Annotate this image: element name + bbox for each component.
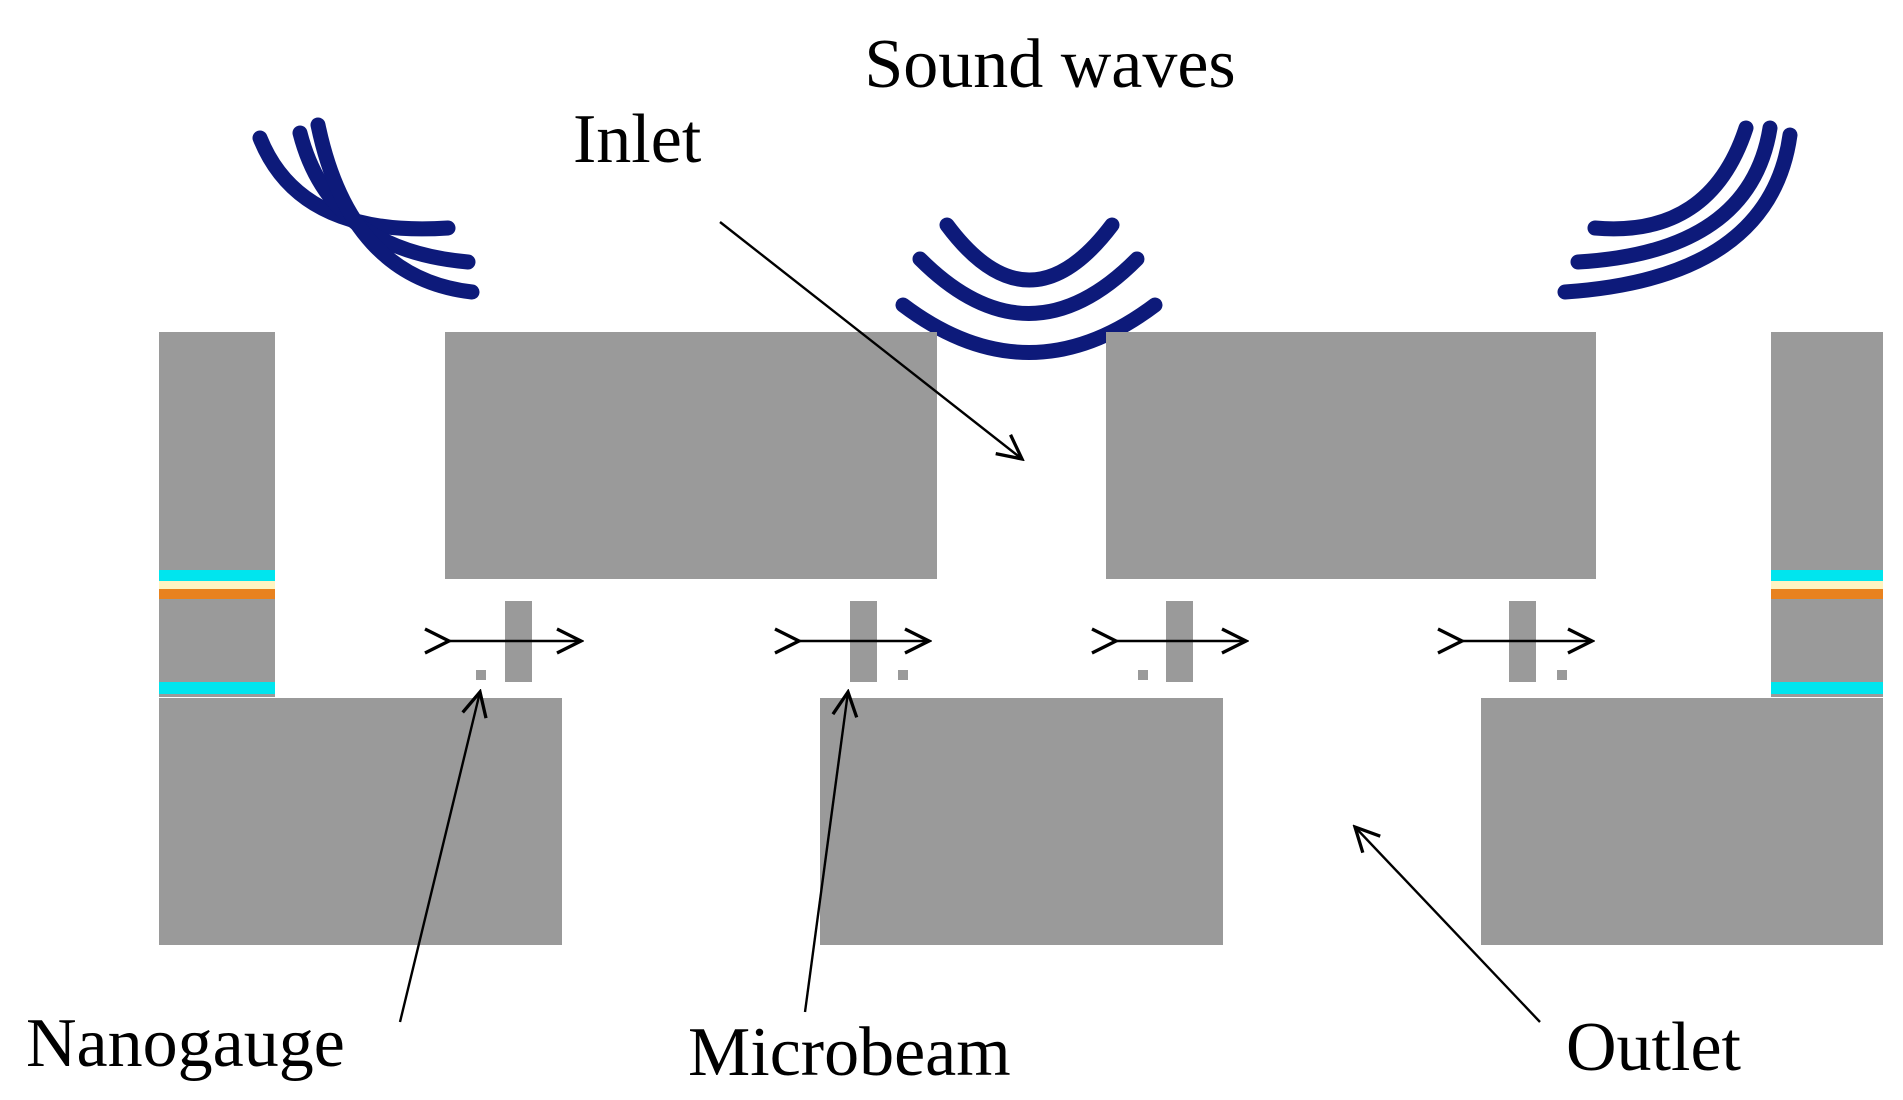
microbeam-label: Microbeam xyxy=(688,1014,1011,1091)
nanogauge-layers-right xyxy=(1771,570,1883,694)
top-left-block xyxy=(445,332,937,579)
microbeam-2 xyxy=(799,601,929,682)
right-pillar xyxy=(1771,332,1883,697)
outlet-arrow xyxy=(1355,827,1541,1023)
bottom-right-block xyxy=(1481,698,1883,945)
top-right-block xyxy=(1106,332,1596,579)
microbeam-3 xyxy=(1116,601,1246,682)
nanogauge-arrow xyxy=(398,692,480,1023)
sound-waves-right xyxy=(1557,120,1798,300)
bottom-center-block xyxy=(820,698,1223,945)
microbeam-1 xyxy=(449,601,581,682)
outlet-label: Outlet xyxy=(1566,1009,1742,1086)
nanogauge-label: Nanogauge xyxy=(26,1005,345,1082)
microbeam-arrow xyxy=(803,692,848,1013)
sound-waves-label: Sound waves xyxy=(864,26,1235,103)
sound-waves-center xyxy=(895,217,1163,360)
inlet-arrow xyxy=(719,221,1022,459)
sound-waves-left xyxy=(252,117,480,300)
nanogauge-layers-left xyxy=(159,570,275,694)
inlet-label: Inlet xyxy=(573,101,702,178)
left-pillar xyxy=(159,332,275,697)
bottom-left-block xyxy=(159,698,562,945)
microbeam-4 xyxy=(1462,601,1592,682)
structure xyxy=(159,332,1883,945)
pointer-arrows xyxy=(398,221,1541,1023)
